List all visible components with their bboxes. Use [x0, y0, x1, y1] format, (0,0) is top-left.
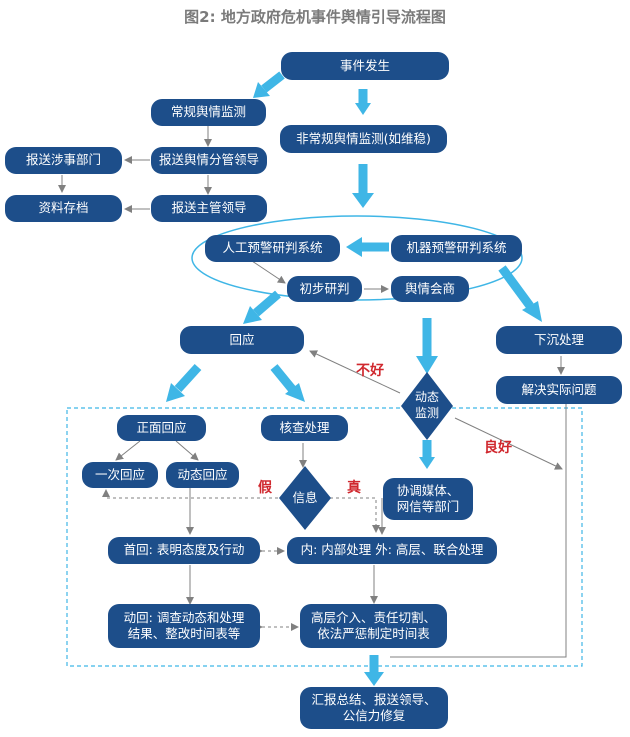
- arrow-system-to-respond: [253, 290, 281, 317]
- edge-label-true: 真: [347, 480, 361, 496]
- report-sub-leader-node: 报送舆情分管领导: [151, 147, 267, 174]
- arrow-respond-to-positive: [174, 363, 202, 393]
- information-label: 信息: [292, 489, 318, 505]
- edge-label-false: 假: [258, 480, 272, 496]
- handling-region-dashed-box: [66, 407, 583, 667]
- arrow-event-to-routine: [261, 71, 285, 93]
- arrow-machine-to-sink: [498, 265, 534, 309]
- initial-judge-node: 初步研判: [287, 276, 362, 302]
- edge-label-bad: 不好: [356, 363, 384, 379]
- event-occurs-node: 事件发生: [281, 52, 449, 80]
- routine-monitor-node: 常规舆情监测: [151, 99, 266, 126]
- archive-node: 资料存档: [5, 195, 122, 222]
- sink-handling-node: 下沉处理: [496, 326, 622, 354]
- abnormal-monitor-node: 非常规舆情监测(如维稳): [280, 125, 447, 153]
- dynamic-monitor-diamond: [401, 372, 453, 440]
- manual-warning-node: 人工预警研判系统: [205, 235, 340, 262]
- consultation-node: 舆情会商: [391, 276, 469, 302]
- edge-label-good: 良好: [484, 440, 512, 456]
- machine-warning-node: 机器预警研判系统: [391, 235, 522, 262]
- solve-problem-node: 解决实际问题: [496, 376, 622, 404]
- dynamic-followup-node: 动回: 调查动态和处理 结果、整改时间表等: [108, 604, 260, 648]
- diagram-title: 图2: 地方政府危机事件舆情引导流程图: [184, 8, 446, 26]
- information-diamond: [279, 466, 331, 530]
- dynamic-monitor-label: 动态 监测: [414, 390, 439, 420]
- positive-respond-node: 正面回应: [117, 415, 206, 441]
- dynamic-respond-node: 动态回应: [166, 462, 239, 488]
- report-department-node: 报送涉事部门: [5, 147, 122, 174]
- single-respond-node: 一次回应: [82, 462, 158, 488]
- coordinate-media-node: 协调媒体、 网信等部门: [383, 478, 473, 520]
- verify-handle-node: 核查处理: [261, 415, 348, 441]
- senior-intervene-node: 高层介入、责任切割、 依法严惩制定时间表: [300, 604, 447, 648]
- internal-external-node: 内: 内部处理 外: 高层、联合处理: [287, 537, 497, 564]
- first-respond-node: 首回: 表明态度及行动: [108, 537, 260, 564]
- summary-node: 汇报总结、报送领导、 公信力修复: [300, 687, 448, 729]
- respond-node: 回应: [180, 326, 304, 354]
- arrow-respond-to-verify: [270, 364, 296, 392]
- report-main-leader-node: 报送主管领导: [151, 195, 267, 222]
